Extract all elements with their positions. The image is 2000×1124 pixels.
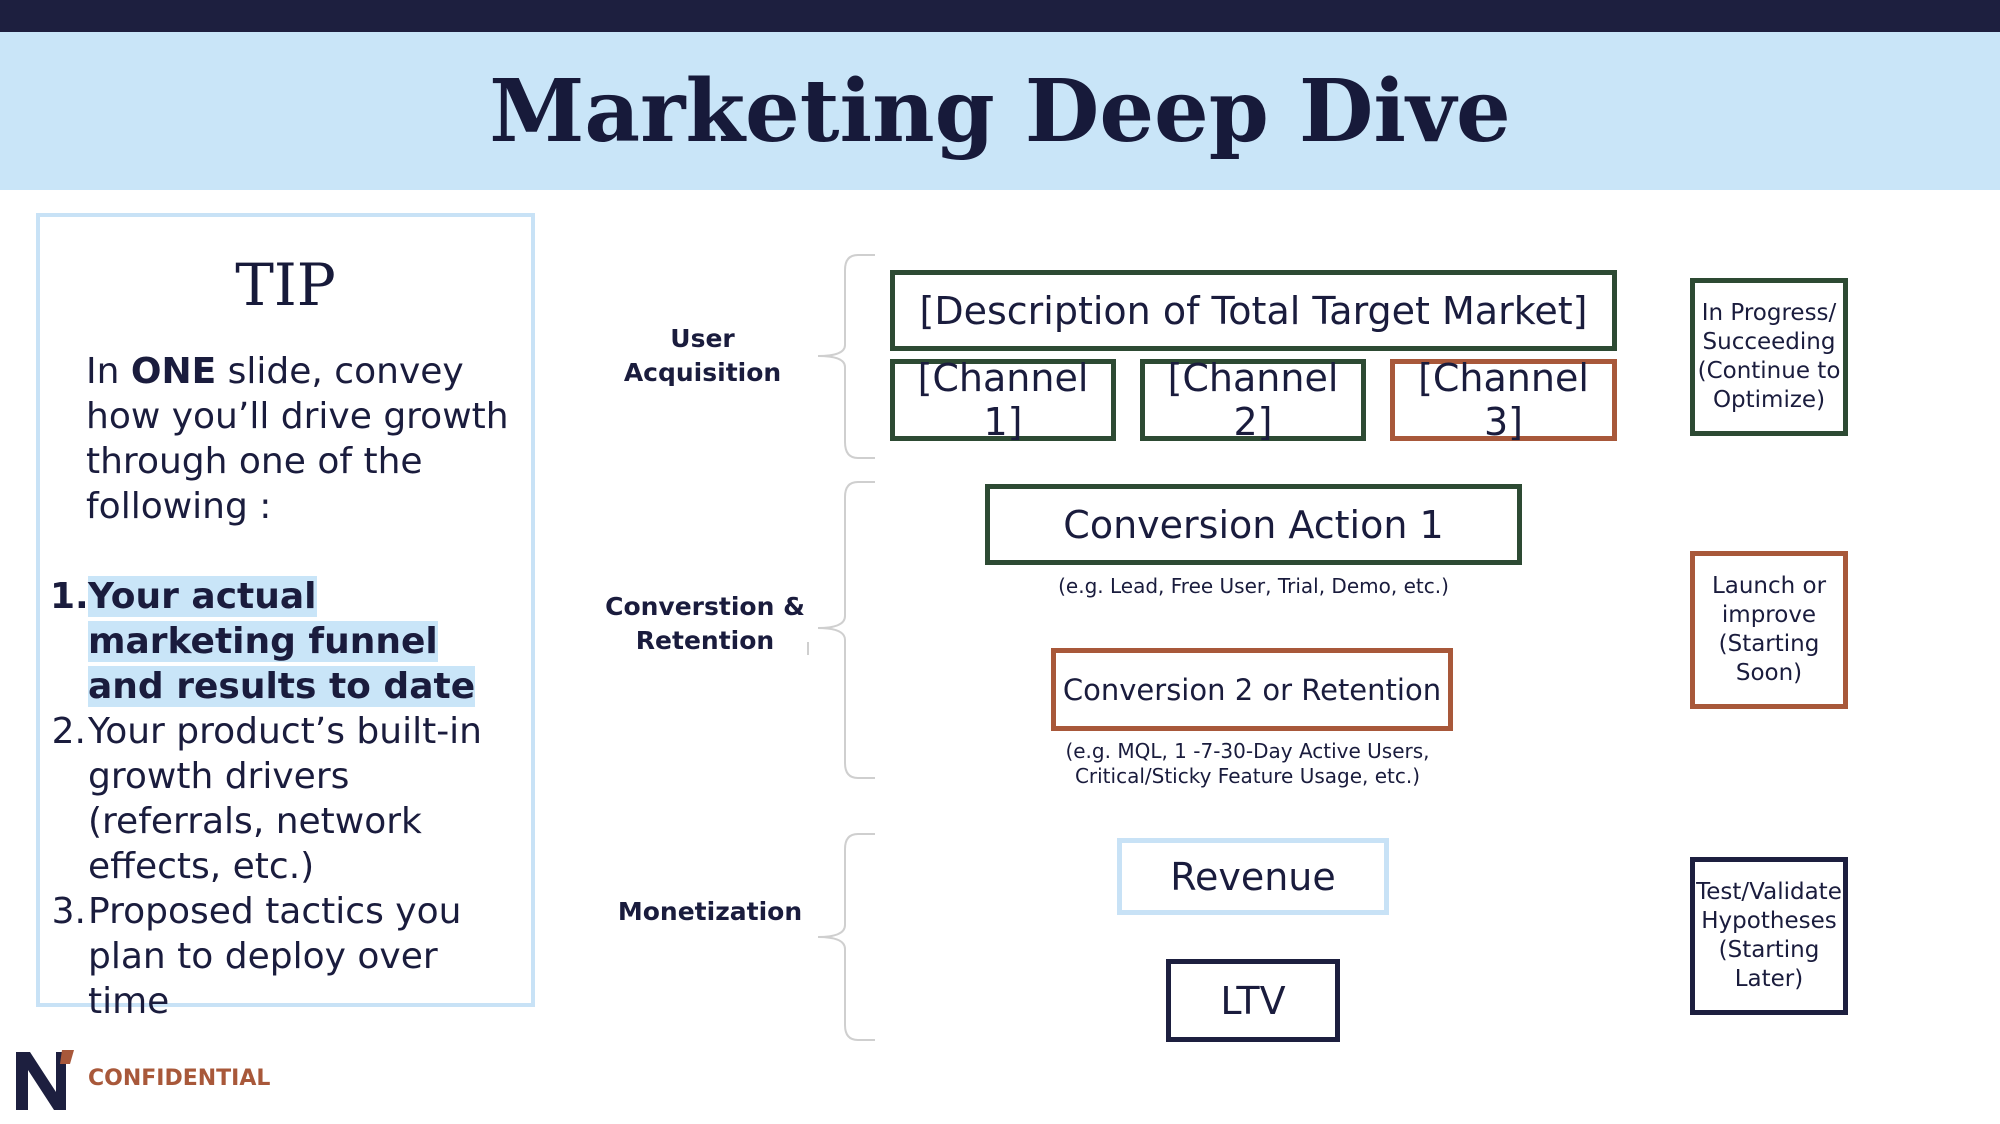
conversion-2-box: Conversion 2 or Retention	[1051, 648, 1453, 731]
conversion-2-note: (e.g. MQL, 1 -7-30-Day Active Users, Cri…	[1065, 739, 1430, 788]
channel-2-box: [Channel 2]	[1140, 356, 1366, 444]
legend-test: Test/Validate Hypotheses (Starting Later…	[1690, 857, 1848, 1015]
tip-heading: TIP	[235, 251, 336, 319]
tip-intro-bold: ONE	[130, 351, 217, 392]
tip-item-text: Your product’s built-in growth drivers (…	[88, 711, 482, 887]
slide-title: Marketing Deep Dive	[489, 60, 1511, 162]
tip-item-2: 2. Your product’s built-in growth driver…	[50, 709, 530, 889]
channel-3-box: [Channel 3]	[1390, 356, 1617, 444]
market-box: [Description of Total Target Market]	[890, 270, 1617, 351]
company-logo-icon	[16, 1050, 74, 1110]
top-bar	[0, 0, 2000, 32]
stage-label-conversion: Converstion & Retention	[605, 592, 805, 655]
tip-item-number: 2.	[51, 711, 86, 752]
channel-1-box: [Channel 1]	[890, 356, 1116, 444]
tip-item-3: 3. Proposed tactics you plan to deploy o…	[50, 889, 530, 1024]
conversion-action-1-box: Conversion Action 1	[985, 484, 1522, 565]
tip-panel: TIP In ONE slide, convey how you’ll driv…	[36, 213, 535, 1022]
revenue-box: Revenue	[1117, 838, 1389, 915]
legend-launch: Launch or improve (Starting Soon)	[1690, 551, 1848, 709]
tip-item-text: Proposed tactics you plan to deploy over…	[88, 891, 462, 1022]
tip-intro-suffix: slide, convey how you’ll drive growth th…	[86, 351, 509, 527]
conversion-action-1-note: (e.g. Lead, Free User, Trial, Demo, etc.…	[1058, 574, 1449, 598]
bracket-monetization	[817, 833, 875, 1041]
tip-list: 1. Your actual marketing funnel and resu…	[50, 574, 530, 1024]
tip-intro-prefix: In	[86, 351, 131, 392]
ltv-box: LTV	[1166, 959, 1340, 1042]
title-banner: Marketing Deep Dive	[0, 32, 2000, 190]
tip-intro: In ONE slide, convey how you’ll drive gr…	[86, 349, 526, 529]
confidential-label: CONFIDENTIAL	[88, 1066, 271, 1091]
stage-label-monetization: Monetization	[617, 897, 803, 926]
bracket-conversion	[817, 481, 875, 779]
stage-label-acquisition: User Acquisition	[623, 324, 782, 387]
legend-in-progress: In Progress/ Succeeding (Continue to Opt…	[1690, 278, 1848, 436]
tip-item-1: 1. Your actual marketing funnel and resu…	[50, 574, 530, 709]
bracket-acquisition	[817, 254, 875, 459]
tip-item-number: 3.	[51, 891, 86, 932]
tip-item-number: 1.	[50, 576, 89, 617]
